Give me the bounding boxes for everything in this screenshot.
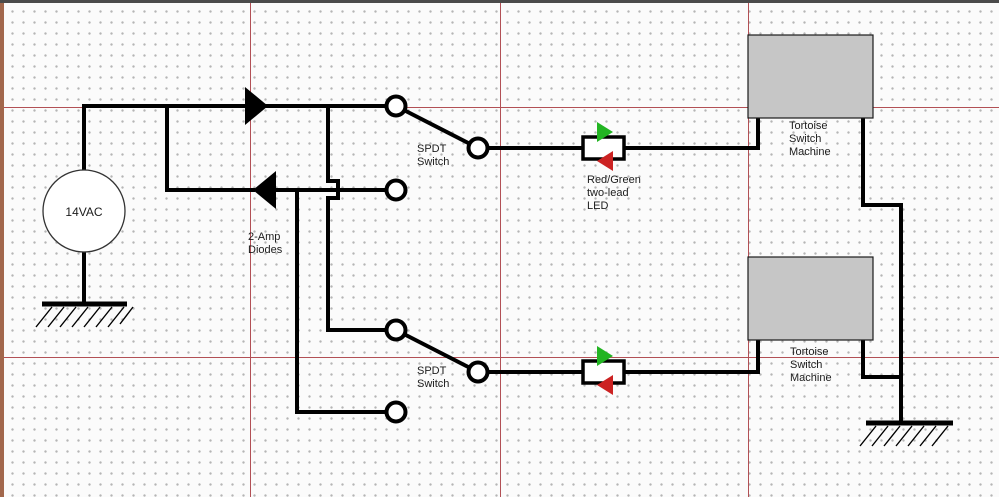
switch2-lever[interactable] <box>395 328 479 374</box>
source-label: 14VAC <box>65 205 103 219</box>
wire-led2-to-machine2[interactable] <box>624 340 760 374</box>
led-upper-label: Red/Green two-lead LED <box>587 174 641 212</box>
wire-top-bus-to-switch2-upper-throw-with-hop[interactable] <box>326 106 396 332</box>
ground-symbol-left[interactable] <box>35 301 134 328</box>
grid-line-vertical-3 <box>748 3 749 497</box>
led-1-green-arrow-icon <box>597 122 613 142</box>
diode-1[interactable] <box>245 87 268 125</box>
led-1-red-arrow-icon <box>597 151 613 171</box>
grid-line-horizontal-2 <box>4 357 999 358</box>
wire-source-to-top-bus[interactable] <box>82 104 247 170</box>
led-2[interactable] <box>581 346 626 395</box>
wire-led1-to-machine1[interactable] <box>624 118 760 150</box>
grid-line-horizontal-1 <box>4 107 999 108</box>
tortoise-upper-label: Tortoise Switch Machine <box>789 120 831 158</box>
led-2-green-arrow-icon <box>597 346 613 366</box>
wire-diode2-bus-to-switch2-lower-throw[interactable] <box>295 190 396 414</box>
grid-line-vertical-1 <box>250 3 251 497</box>
ground-symbol-right[interactable] <box>859 420 953 447</box>
tortoise-machine-1[interactable] <box>747 34 874 119</box>
wire-machine1-to-ground[interactable] <box>861 118 903 423</box>
window-left-edge <box>0 3 4 497</box>
spdt-switch-2[interactable] <box>384 318 490 424</box>
led-2-red-arrow-icon <box>597 375 613 395</box>
ac-power-source[interactable] <box>42 169 126 253</box>
wire-machine2-to-ground-bus[interactable] <box>861 340 901 379</box>
wire-branch-to-diode2[interactable] <box>165 106 255 192</box>
tortoise-machine-2[interactable] <box>747 256 874 341</box>
led-1[interactable] <box>581 122 626 171</box>
diodes-label: 2-Amp Diodes <box>248 231 283 256</box>
spdt-switch-1[interactable] <box>384 94 490 202</box>
spdt-upper-label: SPDT Switch <box>417 143 450 168</box>
diode-2[interactable] <box>253 171 276 209</box>
switch1-lever[interactable] <box>395 104 479 150</box>
window-top-edge <box>0 0 999 3</box>
tortoise-lower-label: Tortoise Switch Machine <box>790 346 832 384</box>
spdt-lower-label: SPDT Switch <box>417 365 450 390</box>
grid-line-vertical-2 <box>500 3 501 497</box>
